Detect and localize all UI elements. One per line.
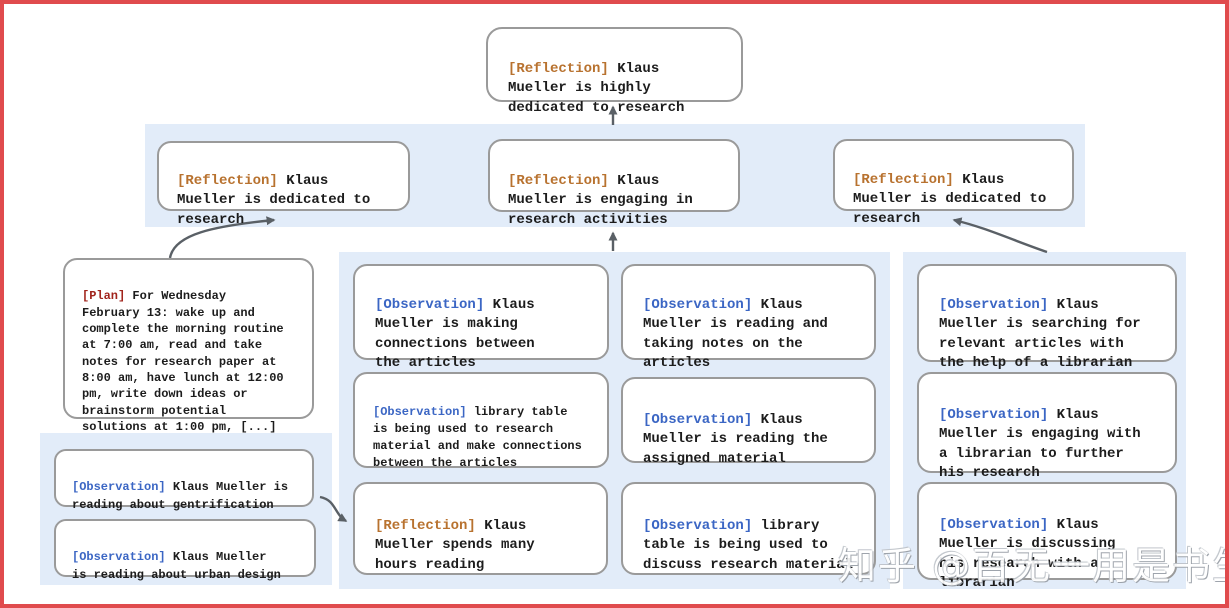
node-text: Klaus Mueller is dedicated to research [853,171,1047,227]
node-reflection-dedicated-left: [Reflection] Klaus Mueller is dedicated … [157,141,410,228]
node-observation-assigned-material: [Observation] Klaus Mueller is reading t… [621,377,876,467]
observation-tag: [Observation] [939,516,1049,533]
node-reflection-hours-reading: [Reflection] Klaus Mueller spends many h… [353,482,608,575]
node-observation-library-table-discuss: [Observation] library table is being use… [621,482,876,575]
node-text: Klaus Mueller is reading about urban des… [72,550,281,582]
node-observation-searching-articles: [Observation] Klaus Mueller is searching… [917,264,1177,371]
node-plan-wednesday: [Plan] For Wednesday February 13: wake u… [63,258,314,434]
node-text: Klaus Mueller is making connections betw… [375,296,535,372]
observation-tag: [Observation] [939,406,1049,423]
observation-tag: [Observation] [643,296,753,313]
node-text: Klaus Mueller is searching for relevant … [939,296,1141,372]
node-text: Klaus Mueller is highly dedicated to res… [508,60,685,116]
node-text: Klaus Mueller is reading and taking note… [643,296,828,372]
observation-tag: [Observation] [643,411,753,428]
node-observation-engaging-librarian: [Observation] Klaus Mueller is engaging … [917,372,1177,481]
node-observation-discussing-librarian: [Observation] Klaus Mueller is discussin… [917,482,1177,591]
observation-tag: [Observation] [373,405,467,420]
node-root-reflection: [Reflection] Klaus Mueller is highly ded… [486,27,743,116]
zhihu-watermark: 知乎 @百无一用是书生 [838,544,1229,588]
node-observation-connections: [Observation] Klaus Mueller is making co… [353,264,609,371]
observation-tag: [Observation] [939,296,1049,313]
node-text: Klaus Mueller is reading the assigned ma… [643,411,828,467]
node-text: Klaus Mueller is reading about gentrific… [72,480,289,512]
node-observation-library-table-research: [Observation] library table is being use… [353,372,609,471]
node-text: Klaus Mueller is engaging with a librari… [939,406,1141,482]
observation-tag: [Observation] [72,550,166,565]
node-text: Klaus Mueller is dedicated to research [177,172,371,228]
node-text: library table is being used to research … [373,405,582,471]
reflection-tag: [Reflection] [177,172,278,189]
reflection-tag: [Reflection] [508,60,609,77]
node-text: For Wednesday February 13: wake up and c… [82,289,284,434]
node-text: Klaus Mueller is discussing his research… [939,516,1116,592]
node-text: Klaus Mueller is engaging in research ac… [508,172,693,228]
node-reflection-dedicated-right: [Reflection] Klaus Mueller is dedicated … [833,139,1074,227]
node-text: library table is being used to discuss r… [643,517,854,573]
observation-tag: [Observation] [375,296,485,313]
node-observation-urban-design: [Observation] Klaus Mueller is reading a… [54,519,316,582]
reflection-tag: [Reflection] [508,172,609,189]
node-text: Klaus Mueller spends many hours reading [375,517,535,573]
node-observation-gentrification: [Observation] Klaus Mueller is reading a… [54,449,314,512]
plan-tag: [Plan] [82,289,126,304]
observation-tag: [Observation] [643,517,753,534]
reflection-tag: [Reflection] [375,517,476,534]
node-reflection-engaging: [Reflection] Klaus Mueller is engaging i… [488,139,740,228]
observation-tag: [Observation] [72,480,166,495]
node-observation-taking-notes: [Observation] Klaus Mueller is reading a… [621,264,876,371]
reflection-tag: [Reflection] [853,171,954,188]
